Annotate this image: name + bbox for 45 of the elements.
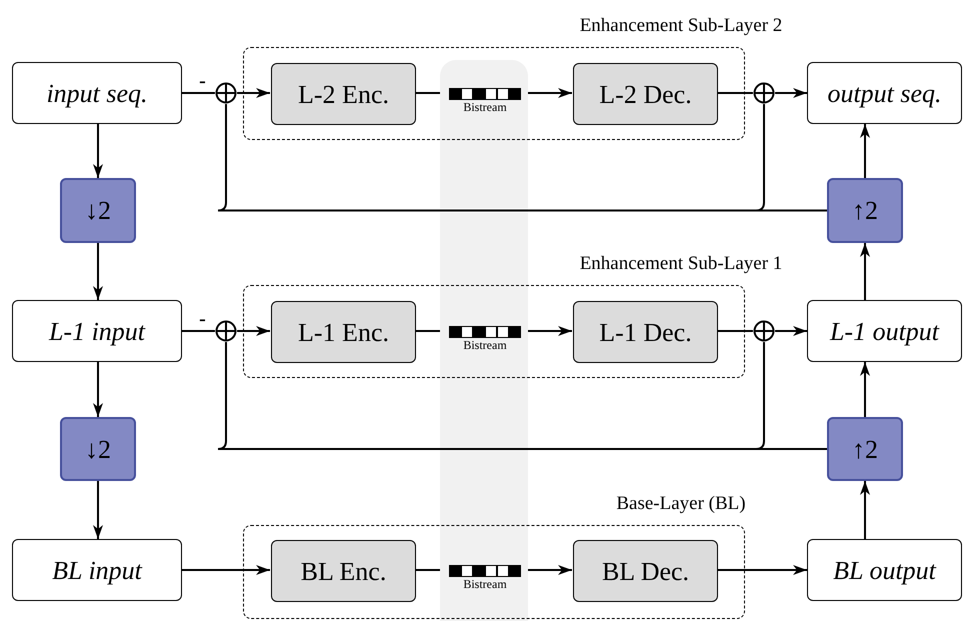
arrow [860,362,870,417]
bitstream-label: Bistream [463,577,507,591]
arrow [860,124,870,178]
arrow [775,326,807,336]
adder-circle [215,320,237,342]
group-heading: Enhancement Sub-Layer 1 [580,252,782,276]
codec-box: BL Enc. [271,540,416,602]
arrow [528,326,572,336]
signal-box: output seq. [807,62,962,124]
codec-box: L-1 Dec. [573,301,718,363]
arrow [860,481,870,539]
arrow [237,88,270,98]
codec-box: L-1 Enc. [271,301,416,363]
codec-box: L-2 Enc. [271,63,416,125]
adder-circle [215,82,237,104]
arrow [93,481,103,539]
arrow [528,88,572,98]
arrow [182,565,270,575]
resampling-box: ↓2 [60,417,136,481]
signal-box: BL output [807,539,962,601]
resampling-box: ↓2 [60,178,136,243]
edge-label: - [199,309,206,329]
arrow [93,243,103,300]
signal-box: L-1 output [807,300,962,362]
signal-box: L-1 input [12,300,182,362]
resampling-box: ↑2 [827,178,903,243]
signal-box: input seq. [12,62,182,124]
arrow [237,326,270,336]
arrow [93,124,103,178]
codec-box: L-2 Dec. [573,63,718,125]
bitstream-label: Bistream [463,338,507,352]
arrow [93,362,103,417]
adder-circle [753,82,775,104]
arrow [717,565,807,575]
resampling-box: ↑2 [827,417,903,481]
group-heading: Base-Layer (BL) [616,492,746,516]
group-heading: Enhancement Sub-Layer 2 [580,14,782,38]
codec-box: BL Dec. [573,540,718,602]
bitstream-label: Bistream [463,100,507,114]
arrow [775,88,807,98]
signal-box: BL input [12,539,182,601]
arrow [528,565,572,575]
arrow [860,243,870,300]
edge-label: - [199,71,206,91]
adder-circle [753,320,775,342]
